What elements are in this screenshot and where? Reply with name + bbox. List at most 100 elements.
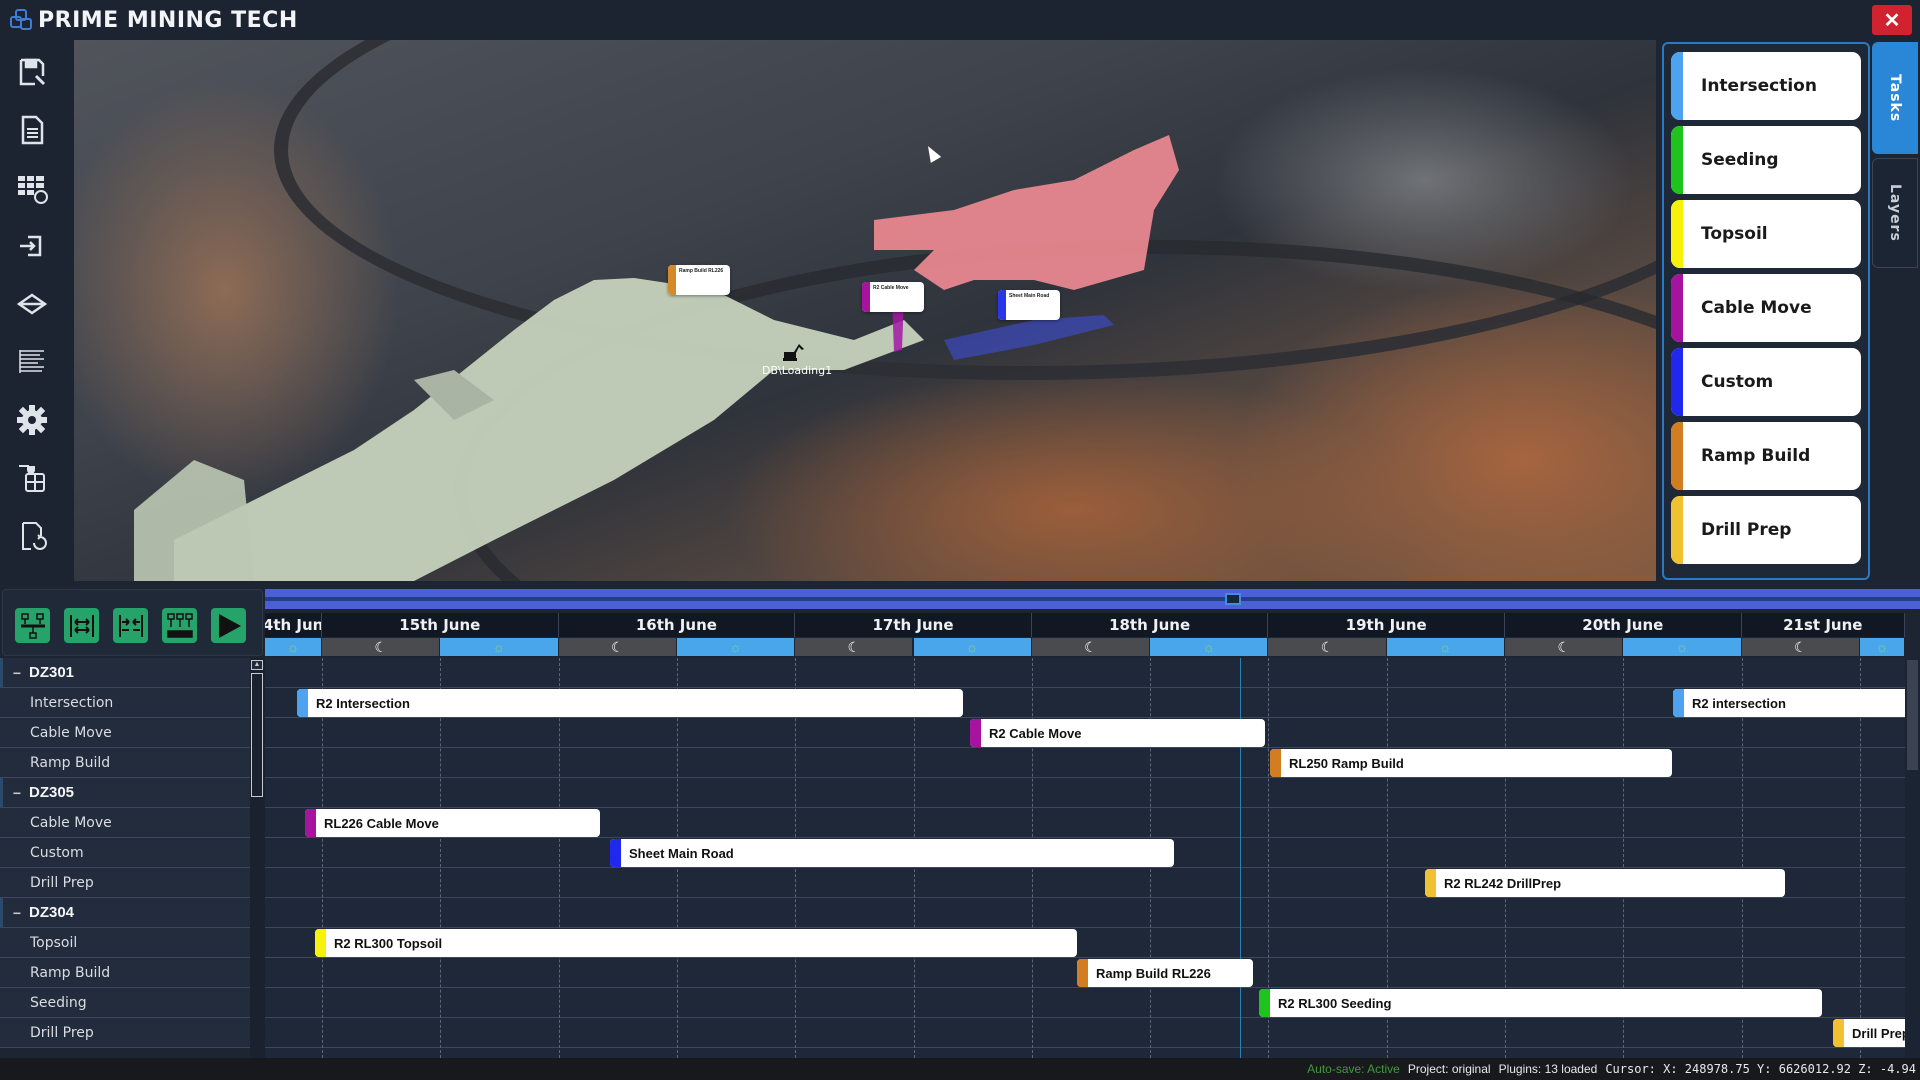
shift-gridline (558, 658, 560, 1058)
tree-row-label: Topsoil (30, 934, 78, 951)
gantt-task-bar[interactable]: R2 RL242 DrillPrep (1425, 869, 1785, 897)
current-time-line (1240, 658, 1241, 1058)
sun-icon: ☼ (1386, 638, 1504, 656)
gantt-task-bar[interactable]: RL250 Ramp Build (1270, 749, 1672, 777)
document-icon[interactable] (14, 112, 50, 148)
gantt-scroll-thumb[interactable] (1907, 660, 1918, 770)
excavator-icon[interactable] (782, 342, 806, 362)
gantt-row (265, 868, 1905, 898)
map-marker-ramp-build[interactable]: Ramp Build RL226 (668, 265, 730, 295)
expand-timeline-button[interactable] (64, 608, 99, 643)
gantt-task-bar[interactable]: Sheet Main Road (610, 839, 1174, 867)
day-header: 20th June (1505, 613, 1742, 637)
gantt-task-bar[interactable]: Drill Prep (1833, 1019, 1905, 1047)
tree-task-row[interactable]: Cable Move (0, 808, 250, 838)
collapse-icon[interactable]: − (12, 784, 22, 801)
gantt-toolbar (2, 589, 263, 656)
gantt-row (265, 778, 1905, 808)
gantt-task-bar[interactable]: R2 RL300 Topsoil (315, 929, 1077, 957)
collapse-icon[interactable]: − (12, 664, 22, 681)
day-header: 21st June (1741, 613, 1905, 637)
tree-task-row[interactable]: Seeding (0, 988, 250, 1018)
tree-task-row[interactable]: Ramp Build (0, 748, 250, 778)
gantt-task-bar[interactable]: Ramp Build RL226 (1077, 959, 1253, 987)
sun-icon: ☼ (440, 638, 558, 656)
tree-row-label: DZ304 (29, 904, 75, 921)
task-card-topsoil[interactable]: Topsoil (1671, 200, 1861, 268)
gantt-task-bar[interactable]: R2 RL300 Seeding (1259, 989, 1822, 1017)
gantt-task-bar[interactable]: R2 Intersection (297, 689, 963, 717)
save-edit-icon[interactable] (14, 54, 50, 90)
tree-task-row[interactable]: Intersection (0, 688, 250, 718)
tree-scrollbar[interactable]: ▲ (250, 658, 265, 1058)
gantt-row (265, 898, 1905, 928)
map-marker-cable-move[interactable]: R2 Cable Move (862, 282, 924, 312)
tree-row-label: Ramp Build (30, 964, 111, 981)
gantt-row (265, 748, 1905, 778)
task-card-drill-prep[interactable]: Drill Prep (1671, 496, 1861, 564)
task-color-swatch (305, 809, 316, 837)
gear-icon[interactable] (14, 402, 50, 438)
shift-gridline (1859, 658, 1861, 1058)
task-card-ramp-build[interactable]: Ramp Build (1671, 422, 1861, 490)
refresh-file-icon[interactable] (14, 518, 50, 554)
tree-group-row[interactable]: −DZ305 (0, 778, 250, 808)
task-card-custom[interactable]: Custom (1671, 348, 1861, 416)
tab-layers[interactable]: Layers (1872, 158, 1918, 268)
map-marker-sheet-main-road[interactable]: Sheet Main Road (998, 290, 1060, 320)
tree-group-row[interactable]: −DZ301 (0, 658, 250, 688)
task-bar-label: R2 RL300 Topsoil (334, 935, 443, 951)
plugins-status: Plugins: 13 loaded (1498, 1062, 1598, 1076)
tree-task-row[interactable]: Ramp Build (0, 958, 250, 988)
cursor-coordinates: Cursor: X: 248978.75 Y: 6626012.92 Z: -4… (1605, 1062, 1916, 1076)
map-viewport[interactable]: Ramp Build RL226 R2 Cable Move Sheet Mai… (74, 40, 1656, 581)
collapse-icon[interactable]: − (12, 904, 22, 921)
gantt-task-bar[interactable]: RL226 Cable Move (305, 809, 600, 837)
task-color-swatch (1671, 200, 1683, 268)
tree-task-row[interactable]: Drill Prep (0, 1018, 250, 1048)
task-palette: Intersection Seeding Topsoil Cable Move … (1662, 42, 1870, 580)
task-bar-label: RL226 Cable Move (324, 815, 439, 831)
moon-icon: ☾ (1741, 638, 1859, 656)
moon-icon: ☾ (795, 638, 913, 656)
task-card-intersection[interactable]: Intersection (1671, 52, 1861, 120)
schedule-table-icon[interactable] (14, 170, 50, 206)
gantt-chart[interactable]: R2 Intersection R2 intersection R2 Cable M… (265, 658, 1905, 1058)
collapse-timeline-button[interactable] (113, 608, 148, 643)
task-bar-label: R2 Cable Move (989, 725, 1082, 741)
task-bar-label: Sheet Main Road (629, 845, 734, 861)
timeline-scroll-thumb[interactable] (1225, 593, 1241, 605)
day-header: 19th June (1268, 613, 1505, 637)
task-color-swatch (1671, 496, 1683, 564)
close-button[interactable]: ✕ (1872, 5, 1912, 35)
timeline-scrollbar[interactable] (265, 589, 1920, 609)
tree-task-row[interactable]: Cable Move (0, 718, 250, 748)
play-button[interactable] (211, 608, 246, 643)
gantt-task-bar[interactable]: R2 Cable Move (970, 719, 1265, 747)
task-card-cable-move[interactable]: Cable Move (1671, 274, 1861, 342)
scroll-up-arrow-icon[interactable]: ▲ (251, 660, 263, 670)
task-bar-label: Ramp Build RL226 (1096, 965, 1211, 981)
distribute-tasks-button[interactable] (162, 608, 197, 643)
layers-3d-icon[interactable] (14, 286, 50, 322)
import-icon[interactable] (14, 228, 50, 264)
task-color-swatch (1671, 274, 1683, 342)
merge-tasks-button[interactable] (15, 608, 50, 643)
task-card-seeding[interactable]: Seeding (1671, 126, 1861, 194)
tree-task-row[interactable]: Drill Prep (0, 868, 250, 898)
day-header: 15th June (322, 613, 559, 637)
gantt-row (265, 1018, 1905, 1048)
tree-task-row[interactable]: Custom (0, 838, 250, 868)
tree-group-row[interactable]: −DZ304 (0, 898, 250, 928)
gantt-task-bar[interactable]: R2 intersection (1673, 689, 1905, 717)
project-status: Project: original (1407, 1062, 1491, 1076)
app-title: PRIME MINING TECH (38, 7, 298, 33)
plugins-puzzle-icon[interactable] (14, 460, 50, 496)
tab-tasks[interactable]: Tasks (1872, 42, 1918, 154)
gantt-list-icon[interactable] (14, 344, 50, 380)
tree-task-row[interactable]: Topsoil (0, 928, 250, 958)
task-color-swatch (610, 839, 621, 867)
gantt-vertical-scrollbar[interactable] (1905, 658, 1920, 1058)
tree-scroll-thumb[interactable] (251, 673, 263, 797)
gantt-row (265, 928, 1905, 958)
